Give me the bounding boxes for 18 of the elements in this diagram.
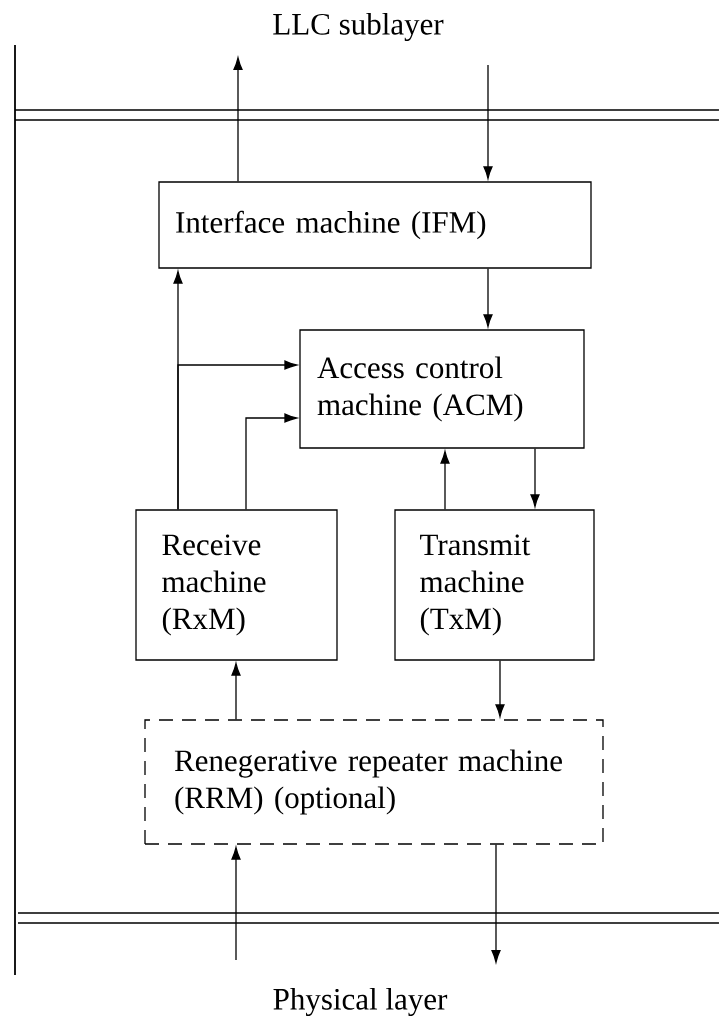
arrow [245, 413, 297, 510]
arrow [177, 360, 297, 510]
arrow [231, 663, 241, 720]
arrow [530, 448, 540, 507]
arrow [440, 451, 450, 510]
arrow [483, 268, 493, 327]
arrow [495, 660, 505, 717]
arrow [491, 844, 501, 963]
process-box: Access control machine (ACM) [299, 329, 585, 449]
process-box: Interface machine (IFM) [158, 181, 592, 269]
arrow [233, 57, 243, 182]
process-box: Receive machine (RxM) [135, 509, 338, 661]
arrow [483, 64, 493, 179]
process-box: Renegerative repeater machine (RRM) (optional) [144, 719, 604, 845]
arrow [231, 847, 241, 961]
process-box: Transmit machine (TxM) [394, 509, 595, 661]
layer-label: LLC sublayer [273, 12, 444, 42]
layer-label: Physical layer [273, 987, 448, 1017]
